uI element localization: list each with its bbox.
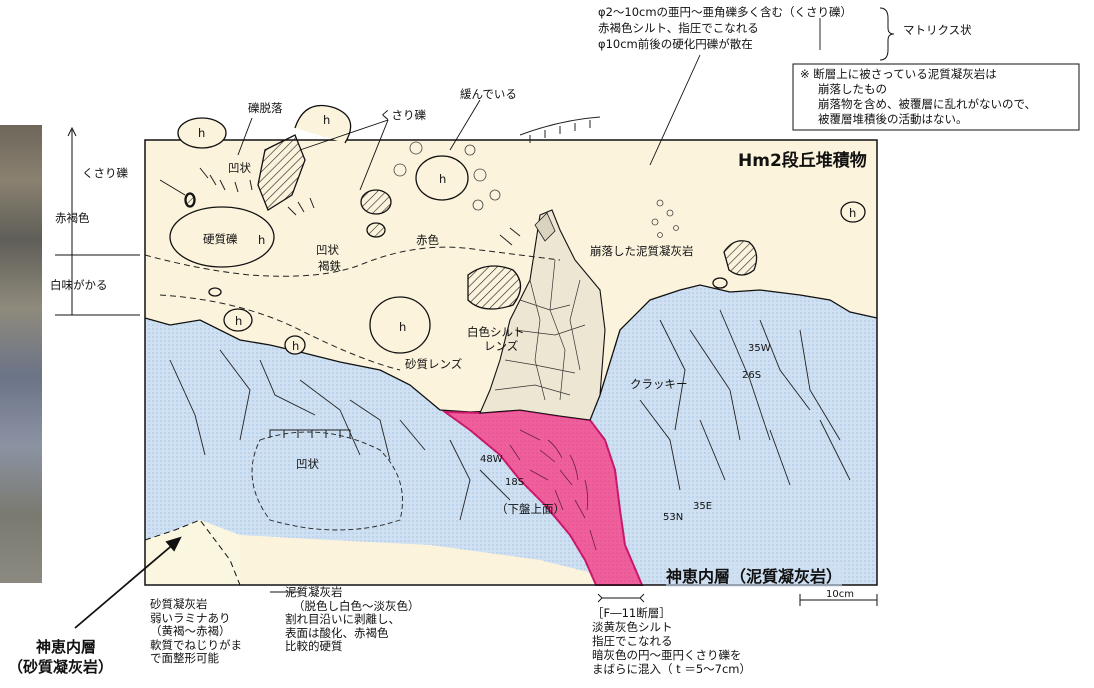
fn-line3: 指圧でこなれる xyxy=(592,634,673,648)
reddish-brown-label: 赤褐色 xyxy=(55,211,90,225)
bl-line1: 砂質凝灰岩 xyxy=(150,597,208,611)
red-label: 赤色 xyxy=(416,233,439,247)
bl-line2: 弱いラミナあり xyxy=(150,610,231,625)
fn-line1: ［F―11断層］ xyxy=(592,606,671,620)
h-label-4: h xyxy=(439,172,447,186)
concave-top-label: 凹状 xyxy=(228,161,251,175)
white-silt-label-1: 白色シルト xyxy=(467,325,525,339)
h-label-5: h xyxy=(399,320,407,334)
h-label-1: h xyxy=(198,126,206,140)
top-note-line3: φ10cm前後の硬化円礫が散在 xyxy=(598,37,753,51)
h-label-2: h xyxy=(323,113,331,127)
kusari-left-label: くさり礫 xyxy=(82,166,128,180)
kusari-gravel-clasts xyxy=(185,134,758,310)
collapsed-tuff-label: 崩落した泥質凝灰岩 xyxy=(590,244,694,258)
formation-title-left-1: 神恵内層 xyxy=(36,638,97,656)
h-label-8: h xyxy=(849,206,857,220)
gravel-fall-label: 礫脱落 xyxy=(248,101,283,115)
bl-line3: （黄褐～赤褐） xyxy=(150,624,231,638)
measure-3a: 53N xyxy=(663,512,684,523)
remark-line1: ※ 断層上に被さっている泥質凝灰岩は xyxy=(800,67,997,81)
bottom-left-note: 砂質凝灰岩 弱いラミナあり （黄褐～赤褐） 軟質でねじりがま で面整形可能 xyxy=(150,597,242,666)
fn-line2: 淡黄灰色シルト xyxy=(592,620,673,634)
fn-line4: 暗灰色の円～亜円くさり礫を xyxy=(592,648,742,662)
bl-line4: 軟質でねじりがま xyxy=(150,637,242,652)
whitish-label: 白味がかる xyxy=(50,278,108,292)
white-silt-label-2: レンズ xyxy=(484,339,519,353)
remark-line3: 崩落物を含め、被覆層に乱れがないので、 xyxy=(818,97,1037,111)
remark-line4: 被覆層堆積後の活動はない。 xyxy=(818,112,968,126)
remark-box-frame xyxy=(792,63,1080,131)
bottom-mid-note: 泥質凝灰岩 （脱色し白色～淡灰色） 割れ目沿いに剥離し、 表面は酸化、赤褐色 比… xyxy=(285,585,420,654)
outcrop-photo-strip xyxy=(0,125,42,583)
footwall-label: （下盤上面） xyxy=(496,502,565,516)
sandy-tuff-area xyxy=(145,520,240,585)
kusari-top-label: くさり礫 xyxy=(380,108,426,122)
measure-1a: 35W xyxy=(748,343,771,354)
measure-1b: 26S xyxy=(742,370,762,381)
bm-line3: 割れ目沿いに剥離し、 xyxy=(285,612,400,626)
terrace-title: Hm2段丘堆積物 xyxy=(738,151,867,171)
concave-lower-label: 凹状 xyxy=(296,457,319,471)
bm-line1: 泥質凝灰岩 xyxy=(285,585,343,599)
bm-line4: 表面は酸化、赤褐色 xyxy=(285,625,389,640)
concave-limonite-label-1: 凹状 xyxy=(316,243,339,257)
h-label-6: h xyxy=(235,314,243,328)
fn-line5: まばらに混入（ t ＝5～7cm） xyxy=(592,662,751,676)
cracky-label: クラッキー xyxy=(630,377,688,391)
h-label-3: h xyxy=(258,233,266,247)
h-label-7: h xyxy=(292,339,300,353)
loose-label: 緩んでいる xyxy=(460,87,517,101)
formation-title-left-2: （砂質凝灰岩） xyxy=(8,658,114,676)
remark-line2: 崩落したもの xyxy=(818,82,887,96)
measure-2a: 48W xyxy=(480,454,503,465)
formation-title-lower: 神恵内層（泥質凝灰岩） xyxy=(666,563,843,587)
matrix-label: マトリクス状 xyxy=(903,23,972,37)
collapsed-tuff-block xyxy=(479,209,606,421)
bm-line5: 比較的硬質 xyxy=(285,639,343,653)
scale-bar xyxy=(799,594,878,606)
scale-label: 10cm xyxy=(826,589,854,600)
top-note-line2: 赤褐色シルト、指圧でこなれる xyxy=(598,21,759,35)
hard-gravel-label: 硬質礫 xyxy=(203,232,238,246)
gravel-clasts xyxy=(169,104,866,355)
frame xyxy=(144,139,878,586)
measure-2b: 18S xyxy=(505,477,525,488)
fault-note: ［F―11断層］ 淡黄灰色シルト 指圧でこなれる 暗灰色の円～亜円くさり礫を ま… xyxy=(592,606,751,676)
concave-limonite-label-2: 褐鉄 xyxy=(318,259,341,273)
bm-line2: （脱色し白色～淡灰色） xyxy=(293,598,420,613)
bl-line5: で面整形可能 xyxy=(150,651,219,665)
measure-3b: 35E xyxy=(693,501,713,512)
top-note-line1: φ2～10cmの亜円～亜角礫多く含む（くさり礫） xyxy=(598,5,853,19)
sand-lens-label: 砂質レンズ xyxy=(405,357,463,371)
